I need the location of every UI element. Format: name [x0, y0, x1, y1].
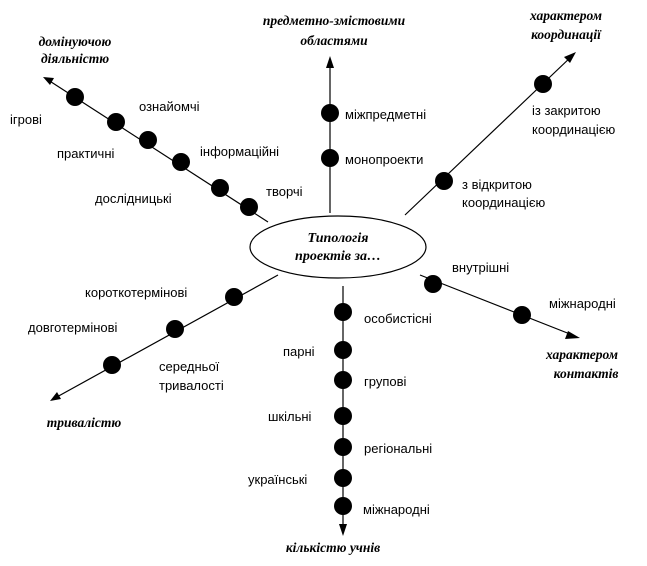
label-students-personal: особистісні: [364, 311, 432, 326]
dot-subject-mono: [321, 149, 339, 167]
ray-contacts: [419, 274, 576, 337]
dot-dominant-research: [211, 179, 229, 197]
axis-coordination-line2: координації: [531, 27, 602, 42]
label-duration-short: короткотермінові: [85, 285, 187, 300]
arrow-students: [339, 524, 347, 536]
label-students-regional: регіональні: [364, 441, 432, 456]
dot-coordination-closed: [534, 75, 552, 93]
label-coordination-closed-line1: із закритою: [532, 103, 601, 118]
dot-students-international: [334, 497, 352, 515]
label-coordination-closed-line2: координацією: [532, 122, 615, 137]
label-subject-mono: монопроекти: [345, 152, 423, 167]
label-dominant-games: ігрові: [10, 112, 42, 127]
label-students-international: міжнародні: [363, 502, 430, 517]
dot-dominant-games: [66, 88, 84, 106]
arrow-subject: [326, 56, 334, 68]
dot-dominant-intro: [107, 113, 125, 131]
axis-dominant-line2: діяльністю: [41, 51, 109, 66]
dot-contacts-internal: [424, 275, 442, 293]
label-dominant-research: дослідницькі: [95, 191, 172, 206]
axis-contacts-line1: характером: [545, 347, 618, 362]
label-students-group: групові: [364, 374, 407, 389]
dot-duration-medium: [166, 320, 184, 338]
label-duration-medium-line1: середньої: [159, 359, 220, 374]
axis-dominant-line1: домінуючою: [39, 34, 112, 49]
dot-students-personal: [334, 303, 352, 321]
axis-subject-line1: предметно-змістовими: [263, 13, 406, 28]
dot-students-group: [334, 371, 352, 389]
label-duration-long: довготермінові: [28, 320, 118, 335]
label-dominant-intro: ознайомчі: [139, 99, 200, 114]
arrow-dominant: [43, 77, 54, 85]
center-ellipse: [249, 215, 427, 279]
dot-dominant-creative: [240, 198, 258, 216]
dot-duration-long: [103, 356, 121, 374]
arrow-coordination: [564, 52, 576, 63]
arrow-contacts: [565, 331, 580, 339]
center-title-line1: Типологія: [308, 231, 369, 246]
center-title-line2: проектів за…: [295, 249, 381, 264]
label-students-ukrainian: українські: [248, 472, 307, 487]
dot-dominant-info: [172, 153, 190, 171]
axis-subject-line2: областями: [300, 33, 368, 48]
dot-subject-inter: [321, 104, 339, 122]
dot-students-pair: [334, 341, 352, 359]
dot-dominant-practical: [139, 131, 157, 149]
dot-contacts-international: [513, 306, 531, 324]
label-subject-inter: міжпредметні: [345, 107, 426, 122]
dot-duration-short: [225, 288, 243, 306]
dot-coordination-open: [435, 172, 453, 190]
label-coordination-open-line1: з відкритою: [462, 177, 532, 192]
label-coordination-open-line2: координацією: [462, 195, 545, 210]
dot-students-school: [334, 407, 352, 425]
dot-students-ukrainian: [334, 469, 352, 487]
label-dominant-info: інформаційні: [200, 144, 279, 159]
label-students-school: шкільні: [268, 409, 312, 424]
dot-students-regional: [334, 438, 352, 456]
label-dominant-practical: практичні: [57, 146, 115, 161]
label-contacts-international: міжнародні: [549, 296, 616, 311]
axis-duration: тривалістю: [47, 415, 122, 430]
label-students-pair: парні: [283, 344, 315, 359]
label-dominant-creative: творчі: [266, 184, 303, 199]
arrow-duration: [50, 392, 61, 401]
label-contacts-internal: внутрішні: [452, 260, 509, 275]
axis-students: кількістю учнів: [286, 540, 380, 555]
label-duration-medium-line2: тривалості: [159, 378, 224, 393]
axis-contacts-line2: контактів: [554, 366, 619, 381]
axis-coordination-line1: характером: [529, 8, 602, 23]
